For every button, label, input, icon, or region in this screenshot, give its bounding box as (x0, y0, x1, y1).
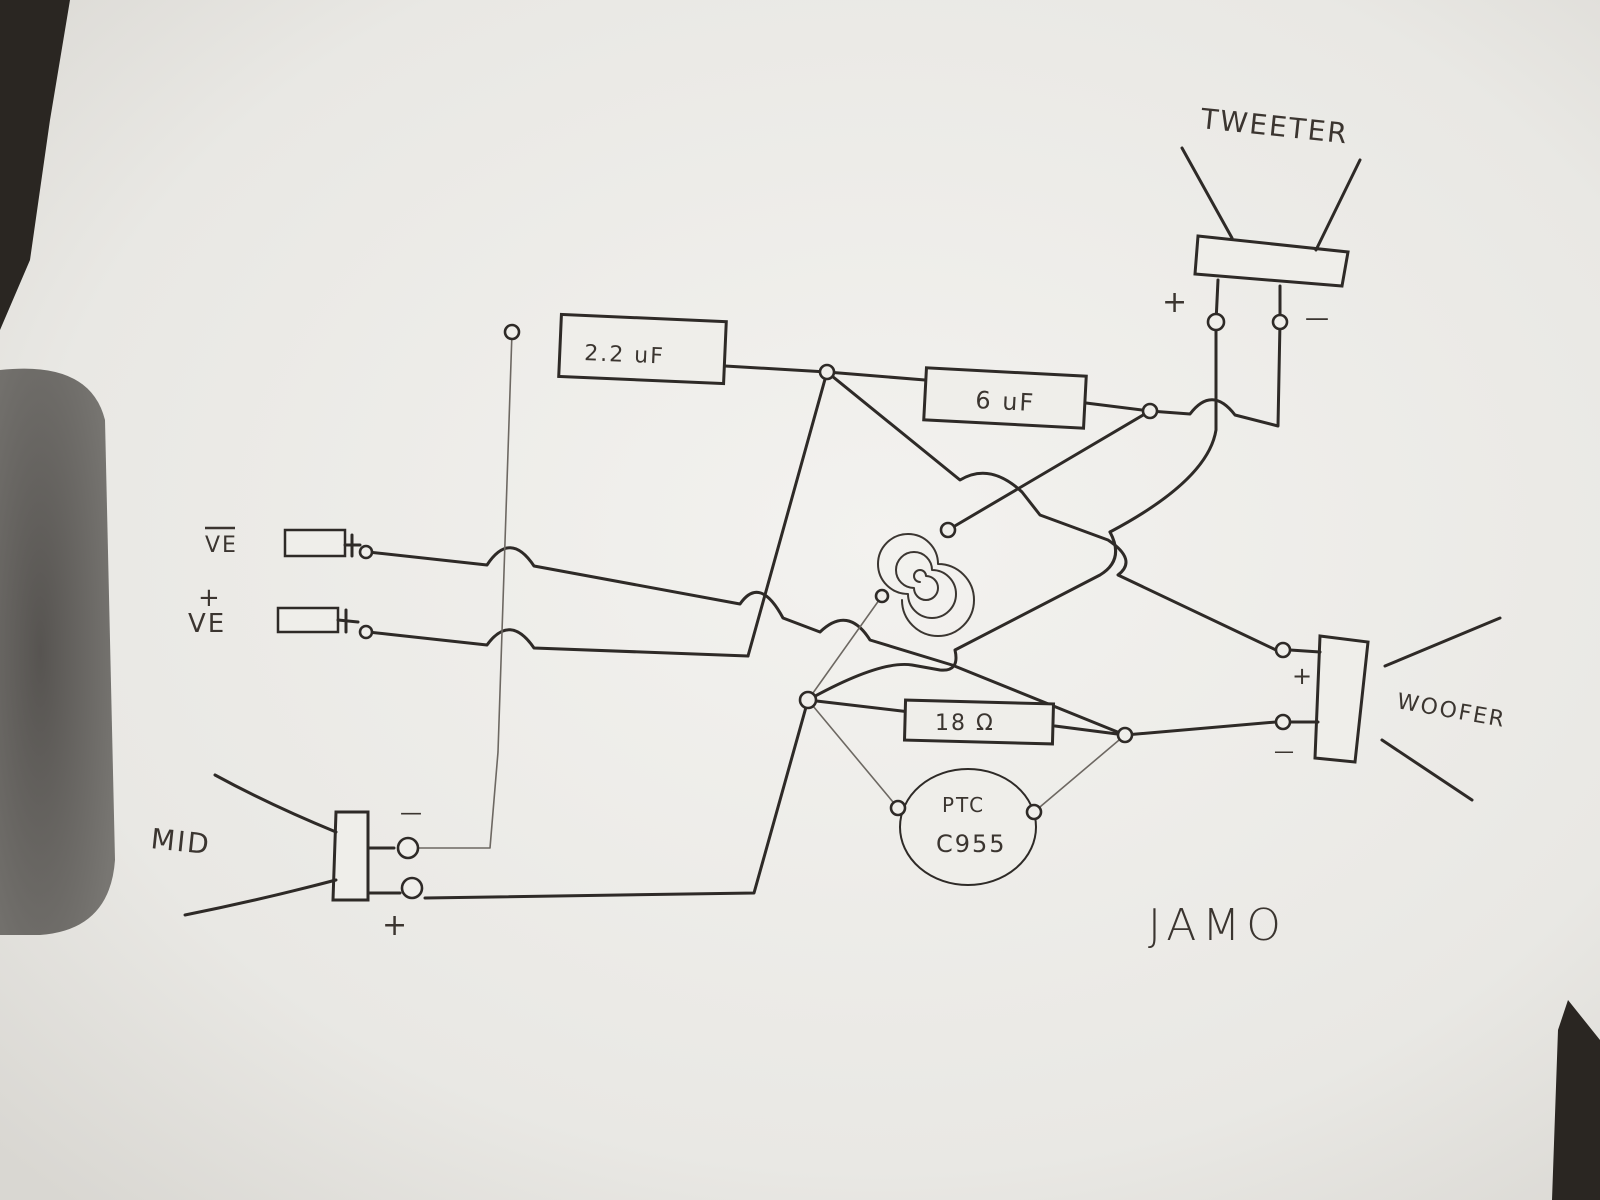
wire-nodes (358, 312, 1292, 900)
mid-label: MID (149, 822, 212, 861)
capacitor-6uf (922, 366, 1088, 430)
mid-minus-label: — (400, 801, 424, 826)
input-terminal-positive (276, 606, 360, 634)
tweeter-driver (1180, 146, 1362, 324)
diagram-title: JAMO (1148, 900, 1287, 951)
cap-2-2uf-label: 2.2 uF (584, 341, 666, 369)
woofer-plus-label: + (1292, 662, 1314, 690)
inductor-coil (877, 533, 975, 637)
woofer-driver (1288, 616, 1502, 802)
tweeter-plus-label: + (1162, 285, 1189, 320)
tweeter-minus-label: — (1305, 304, 1331, 332)
input-positive-label: VE (188, 609, 226, 639)
cap-6uf-label: 6 uF (975, 386, 1036, 417)
ptc-label-line2: C955 (936, 830, 1007, 858)
ptc-label-line1: PTC (942, 793, 985, 817)
mid-driver (183, 773, 402, 917)
wiring (366, 320, 1282, 900)
ptc-thermistor (899, 768, 1037, 886)
input-negative-label: VE (205, 533, 238, 558)
mid-plus-label: + (382, 908, 409, 943)
woofer-minus-label: — (1274, 739, 1296, 763)
resistor-label: 18 Ω (935, 711, 995, 736)
capacitor-2-2uf (557, 312, 728, 386)
resistor-18-ohm (902, 698, 1056, 746)
thumb-shadow (0, 368, 115, 936)
input-positive-sign: + (198, 583, 222, 613)
input-terminal-negative (283, 528, 362, 558)
